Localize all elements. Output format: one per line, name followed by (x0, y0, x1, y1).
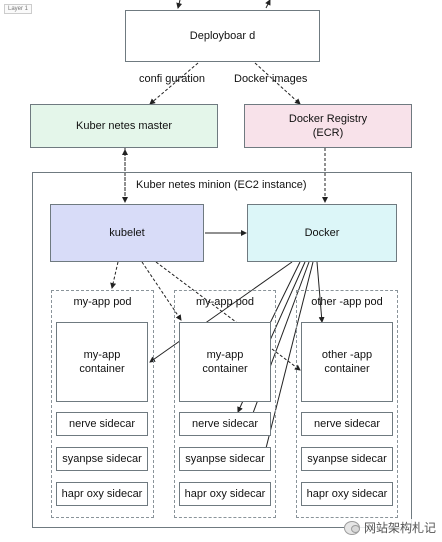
pod-3-nerve-label: nerve sidecar (313, 418, 381, 430)
pod-1-container[interactable]: my-app container (56, 322, 148, 402)
wechat-icon (343, 520, 360, 535)
kubernetes-minion-box (32, 172, 412, 528)
pod-2-synapse-label: syanpse sidecar (185, 453, 265, 465)
pod-3 (296, 290, 398, 518)
docker-registry-label: Docker Registry (ECR) (288, 113, 368, 139)
pod-1-haproxy-sidecar[interactable]: hapr oxy sidecar (56, 482, 148, 506)
watermark-text: 网站架构札记 (363, 521, 436, 535)
configuration-label: confi guration (139, 73, 206, 85)
pod-1-nerve-label: nerve sidecar (68, 418, 136, 430)
layer-tag: Layer 1 (4, 4, 33, 14)
pod-1-synapse-sidecar[interactable]: syanpse sidecar (56, 447, 148, 471)
pod-1-haproxy-label: hapr oxy sidecar (61, 488, 143, 500)
kubelet-label: kubelet (109, 227, 145, 239)
kubernetes-minion-label: Kuber netes minion (EC2 instance) (136, 179, 307, 191)
pod-3-haproxy-label: hapr oxy sidecar (306, 488, 388, 500)
kubelet-box[interactable]: kubelet (50, 204, 204, 262)
top-arrow-left (176, 0, 183, 9)
watermark: 网站架构札记 (343, 519, 436, 536)
pod-3-title: other -app pod (311, 296, 383, 308)
pod-2-nerve-label: nerve sidecar (191, 418, 259, 430)
pod-1-synapse-label: syanpse sidecar (62, 453, 142, 465)
pod-2-haproxy-sidecar[interactable]: hapr oxy sidecar (179, 482, 271, 506)
pod-3-synapse-label: syanpse sidecar (307, 453, 387, 465)
deployboard-box[interactable]: Deployboar d (125, 10, 320, 62)
pod-3-container-label: other -app container (321, 349, 373, 375)
pod-1 (51, 290, 154, 518)
pod-2-title: my-app pod (195, 296, 255, 308)
pod-2-container[interactable]: my-app container (179, 322, 271, 402)
pod-2-synapse-sidecar[interactable]: syanpse sidecar (179, 447, 271, 471)
deployboard-label: Deployboar d (189, 30, 256, 42)
kubernetes-master-label: Kuber netes master (76, 120, 172, 132)
pod-3-haproxy-sidecar[interactable]: hapr oxy sidecar (301, 482, 393, 506)
docker-box[interactable]: Docker (247, 204, 397, 262)
pod-3-container[interactable]: other -app container (301, 322, 393, 402)
pod-1-nerve-sidecar[interactable]: nerve sidecar (56, 412, 148, 436)
pod-2-nerve-sidecar[interactable]: nerve sidecar (179, 412, 271, 436)
pod-3-synapse-sidecar[interactable]: syanpse sidecar (301, 447, 393, 471)
pod-2 (174, 290, 276, 518)
docker-registry-box[interactable]: Docker Registry (ECR) (244, 104, 412, 148)
pod-1-title: my-app pod (73, 296, 132, 308)
pod-1-container-label: my-app container (79, 349, 125, 375)
kubernetes-master-box[interactable]: Kuber netes master (30, 104, 218, 148)
pod-2-container-label: my-app container (202, 349, 248, 375)
pod-3-nerve-sidecar[interactable]: nerve sidecar (301, 412, 393, 436)
pod-2-haproxy-label: hapr oxy sidecar (184, 488, 266, 500)
docker-images-label: Docker images (234, 73, 308, 85)
top-arrow-right (265, 0, 271, 9)
docker-label: Docker (304, 227, 340, 239)
